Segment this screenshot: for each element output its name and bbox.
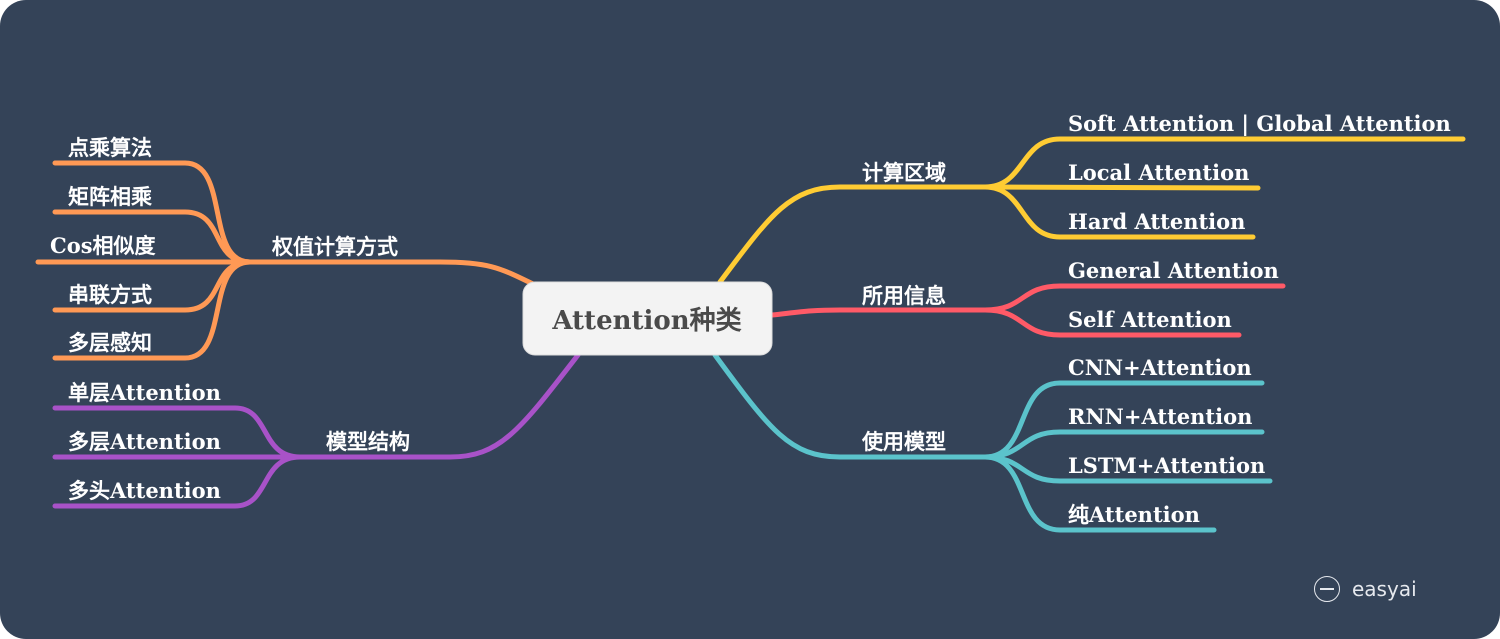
leaf-node[interactable]: Cos相似度: [50, 233, 156, 258]
leaf-line: [52, 259, 253, 361]
leaf-node[interactable]: 多层感知: [68, 330, 152, 355]
branch-line-model-structure: [297, 352, 581, 460]
branch-model-structure[interactable]: 模型结构: [326, 429, 410, 454]
leaf-node[interactable]: 矩阵相乘: [68, 184, 152, 209]
leaf-node[interactable]: 多层Attention: [68, 429, 221, 454]
leaf-line: [982, 454, 1217, 533]
branch-line-info-used: [769, 307, 988, 318]
leaf-node[interactable]: Self Attention: [1068, 307, 1232, 332]
branch-weight-calc[interactable]: 权值计算方式: [271, 234, 398, 259]
leaf-node[interactable]: General Attention: [1068, 258, 1279, 283]
leaf-node[interactable]: Hard Attention: [1068, 209, 1245, 234]
leaf-line: [52, 454, 303, 509]
watermark-logo: easyai: [1314, 576, 1417, 602]
branch-line-weight-calc: [247, 259, 538, 288]
branch-compute-region[interactable]: 计算区域: [862, 160, 946, 185]
leaf-node[interactable]: Local Attention: [1068, 160, 1249, 185]
leaf-node[interactable]: RNN+Attention: [1068, 404, 1252, 429]
easyai-logo-icon: [1314, 576, 1340, 602]
leaf-line: [982, 184, 1261, 191]
watermark-text: easyai: [1352, 577, 1417, 601]
branch-line-models-used: [712, 352, 988, 460]
leaf-node[interactable]: 多头Attention: [68, 478, 221, 503]
leaf-node[interactable]: 串联方式: [68, 282, 152, 307]
branch-models-used[interactable]: 使用模型: [861, 429, 946, 454]
leaf-node[interactable]: CNN+Attention: [1068, 355, 1252, 380]
root-node[interactable]: Attention种类: [522, 281, 773, 356]
leaf-node[interactable]: 单层Attention: [68, 380, 221, 405]
branch-line-compute-region: [717, 184, 988, 285]
branch-info-used[interactable]: 所用信息: [862, 283, 946, 308]
leaf-node[interactable]: 点乘算法: [68, 135, 152, 160]
leaf-line: [982, 184, 1256, 240]
leaf-line: [982, 307, 1242, 338]
leaf-node[interactable]: Soft Attention | Global Attention: [1068, 111, 1451, 136]
root-node-box: [522, 281, 773, 356]
leaf-node[interactable]: LSTM+Attention: [1068, 453, 1265, 478]
leaf-node[interactable]: 纯Attention: [1068, 502, 1200, 527]
root-label: Attention种类: [551, 306, 741, 336]
